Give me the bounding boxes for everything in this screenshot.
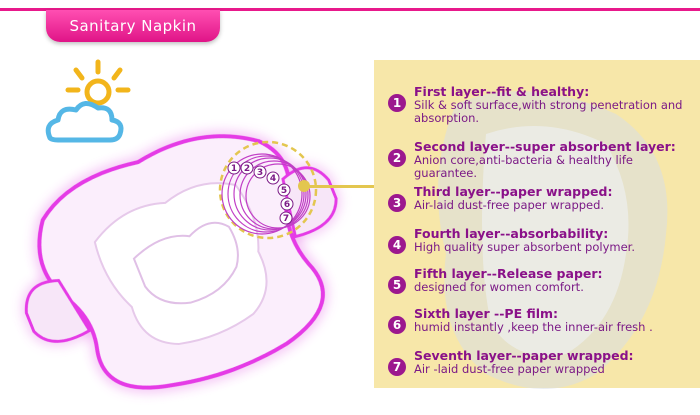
layer-title: Seventh layer--paper wrapped: bbox=[414, 348, 634, 363]
layer-title: Third layer--paper wrapped: bbox=[414, 184, 613, 199]
circle-number-2: 2 bbox=[244, 164, 250, 174]
napkin-illustration: 1 2 3 4 5 6 7 bbox=[24, 134, 338, 390]
layer-title: Second layer--super absorbent layer: bbox=[414, 139, 676, 154]
page-title: Sanitary Napkin bbox=[46, 10, 220, 42]
layer-number-badge: 3 bbox=[388, 194, 406, 212]
connector-line bbox=[300, 185, 380, 188]
sun-cloud-icon bbox=[45, 59, 131, 143]
header-divider-line bbox=[0, 8, 700, 11]
layer-description: Silk & soft surface,with strong penetrat… bbox=[414, 98, 683, 125]
layer-number-badge: 4 bbox=[388, 236, 406, 254]
layer-description: High quality super absorbent polymer. bbox=[414, 240, 635, 254]
circle-number-7: 7 bbox=[283, 214, 289, 224]
layer-title: Fifth layer--Release paper: bbox=[414, 266, 603, 281]
layer-description: humid instantly ,keep the inner-air fres… bbox=[414, 320, 653, 334]
layer-number-badge: 6 bbox=[388, 316, 406, 334]
layer-title: Fourth layer--absorbability: bbox=[414, 226, 609, 241]
layer-title: First layer--fit & healthy: bbox=[414, 84, 590, 99]
layer-number-badge: 5 bbox=[388, 276, 406, 294]
layer-description: designed for women comfort. bbox=[414, 280, 584, 294]
circle-number-4: 4 bbox=[270, 174, 276, 184]
circle-number-1: 1 bbox=[231, 164, 237, 174]
napkin-photo bbox=[438, 91, 668, 389]
layer-number-badge: 1 bbox=[388, 94, 406, 112]
layer-number-badge: 2 bbox=[388, 149, 406, 167]
layer-description: Air-laid dust-free paper wrapped. bbox=[414, 198, 605, 212]
layer-number-badge: 7 bbox=[388, 358, 406, 376]
circle-number-5: 5 bbox=[281, 186, 287, 196]
layer-title: Sixth layer --PE film: bbox=[414, 306, 559, 321]
connector-dot bbox=[298, 180, 310, 192]
layer-description: Anion core,anti-bacteria & healthy life … bbox=[414, 153, 633, 180]
circle-number-3: 3 bbox=[257, 168, 263, 178]
circle-number-6: 6 bbox=[284, 200, 290, 210]
layer-description: Air -laid dust-free paper wrapped bbox=[414, 362, 605, 376]
